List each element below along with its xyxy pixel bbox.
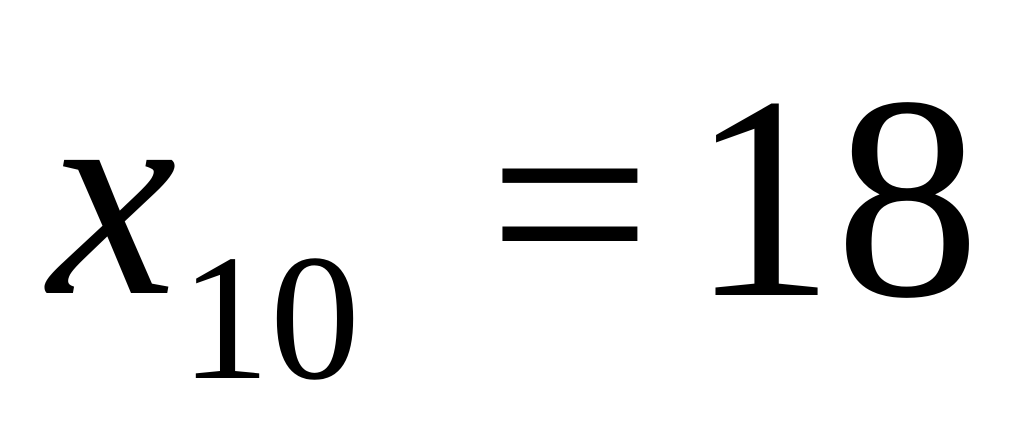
equation-value: 18 (690, 37, 980, 358)
equation-subscript: 10 (180, 218, 360, 417)
equation-variable: x (48, 35, 177, 356)
equation-operator: = (488, 43, 652, 364)
